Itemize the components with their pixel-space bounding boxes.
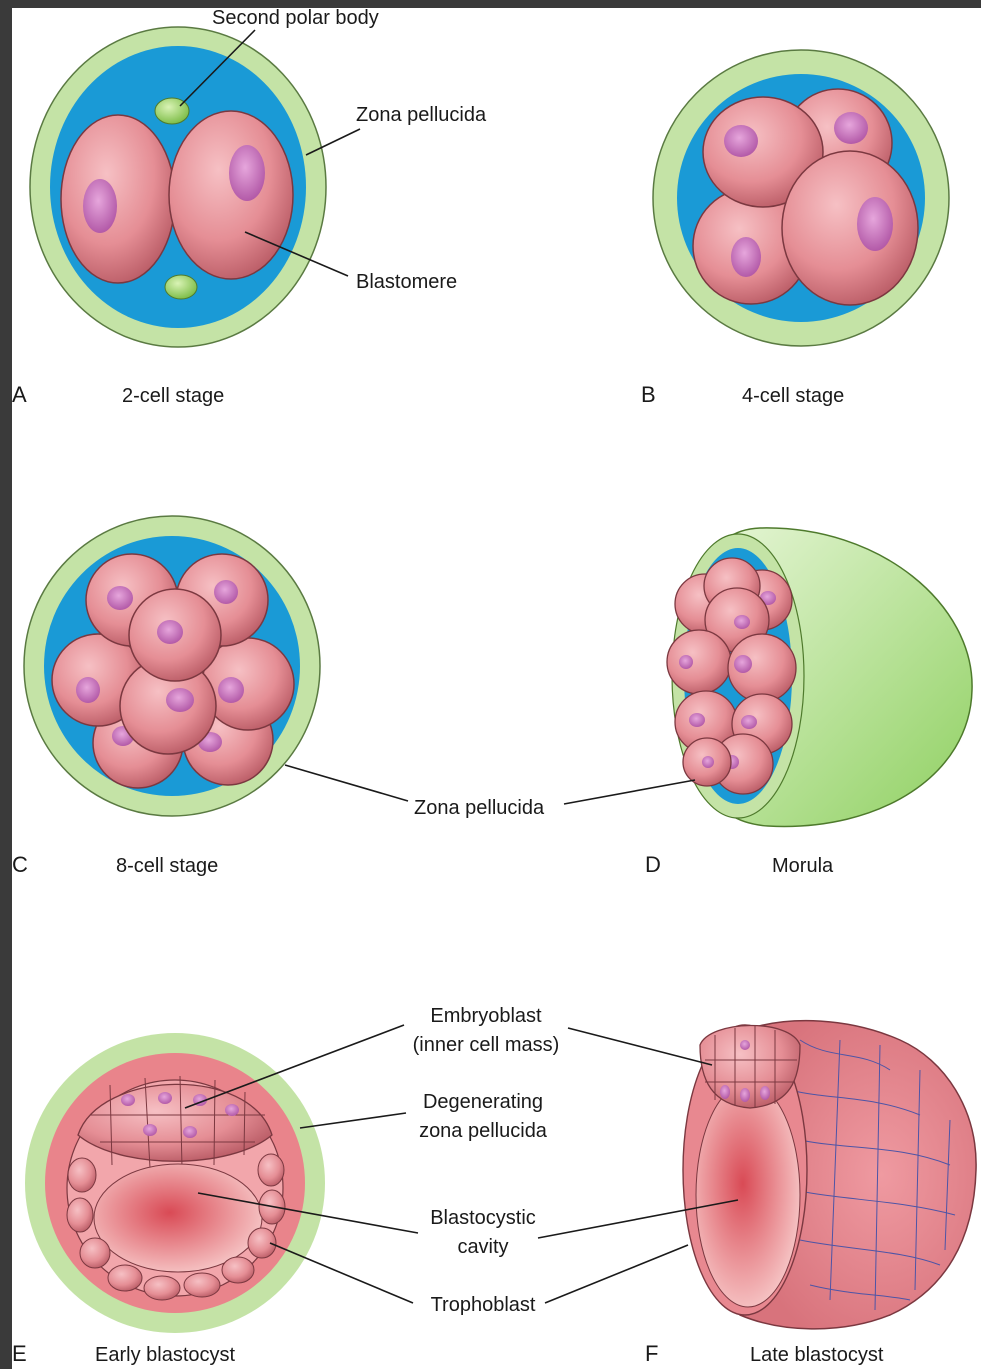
label-embryoblast-line2: (inner cell mass) (413, 1034, 560, 1056)
caption-2-cell-stage: 2-cell stage (122, 385, 224, 407)
blastomere-right (169, 111, 293, 279)
panel-letter-d: D (645, 852, 661, 877)
panel-b-illustration (653, 50, 949, 346)
label-cavity-line1: Blastocystic (430, 1207, 536, 1229)
panel-letter-b: B (641, 382, 656, 407)
label-embryoblast-line1: Embryoblast (430, 1005, 542, 1027)
panel-letter-c: C (12, 852, 28, 877)
panel-letter-f: F (645, 1341, 658, 1366)
panel-d-illustration (667, 528, 972, 827)
nucleus (857, 197, 893, 251)
label-zona-pellucida-a: Zona pellucida (356, 104, 487, 126)
label-second-polar-body: Second polar body (212, 7, 379, 29)
blastocystic-cavity (94, 1164, 262, 1272)
panel-a-illustration (30, 27, 326, 347)
label-zona-pellucida-cd: Zona pellucida (414, 797, 545, 819)
nucleus (724, 125, 758, 157)
label-trophoblast: Trophoblast (431, 1294, 536, 1316)
caption-8-cell-stage: 8-cell stage (116, 855, 218, 877)
panel-letter-a: A (12, 382, 27, 407)
blastocystic-cavity (696, 1083, 800, 1307)
panel-e-illustration (25, 1033, 325, 1333)
label-degenerating-line2: zona pellucida (419, 1120, 548, 1142)
caption-morula: Morula (772, 855, 834, 877)
nucleus (834, 112, 868, 144)
caption-early-blastocyst: Early blastocyst (95, 1344, 235, 1366)
panel-f-illustration (683, 1021, 976, 1329)
nucleus (731, 237, 761, 277)
panel-c-illustration (24, 516, 320, 816)
label-cavity-line2: cavity (457, 1236, 508, 1258)
label-blastomere: Blastomere (356, 271, 457, 293)
panel-letter-e: E (12, 1341, 27, 1366)
caption-late-blastocyst: Late blastocyst (750, 1344, 884, 1366)
label-degenerating-line1: Degenerating (423, 1091, 543, 1113)
blastomere-left (61, 115, 175, 283)
polar-body-bottom (165, 275, 197, 299)
nucleus (229, 145, 265, 201)
nucleus (83, 179, 117, 233)
blastomere (782, 151, 918, 305)
caption-4-cell-stage: 4-cell stage (742, 385, 844, 407)
